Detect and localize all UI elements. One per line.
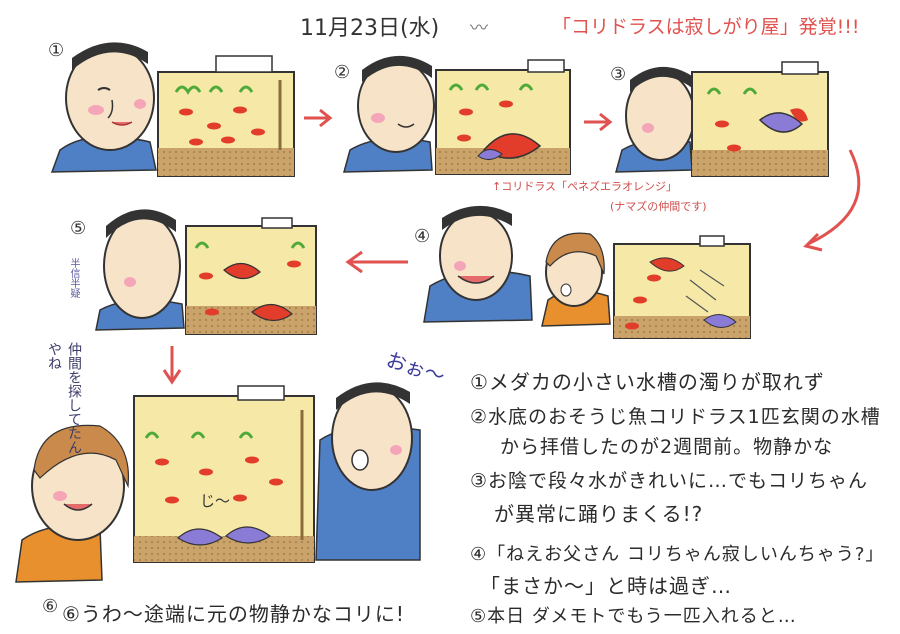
note-line: ②水底のおそうじ魚コリドラス1匹玄関の水槽 xyxy=(470,406,881,428)
diary-date: 11月23日(水) xyxy=(300,16,440,41)
panel-number: ② xyxy=(334,62,351,83)
arrow-down-icon xyxy=(162,346,182,385)
panel-5 xyxy=(95,209,317,335)
note-line: ③お陰で段々水がきれいに…でもコリちゃん xyxy=(470,470,869,492)
panel-2 xyxy=(343,55,571,175)
note-line: から拝借したのが2週間前。物静かな xyxy=(500,436,834,458)
note-line: ⑥うわ～途端に元の物静かなコリに! xyxy=(62,602,405,626)
note-line: ①メダカの小さい水槽の濁りが取れず xyxy=(470,370,825,394)
friends-side-text: 仲間を探してたんやね xyxy=(46,342,82,454)
note-line: ④「ねえお父さん コリちゃん寂しいんちゃう?」 xyxy=(470,544,885,565)
panel-1 xyxy=(50,42,295,177)
curved-arrow-icon xyxy=(803,149,861,252)
bubble-icon: 〰 xyxy=(470,18,488,39)
panel-6 xyxy=(15,382,421,583)
fish-sound-text: じ～ xyxy=(200,492,231,510)
note-line: が異常に踊りまくる!? xyxy=(494,502,704,526)
fish-note-caption: (ナマズの仲間です) xyxy=(610,200,707,213)
fish-name-caption: ↑コリドラス「ペネズエラオレンジ」 xyxy=(492,180,677,193)
arrow-left-icon xyxy=(345,250,408,274)
panel-number: ③ xyxy=(610,64,627,85)
panel-number: ⑤ xyxy=(70,218,87,239)
aquarium-tank xyxy=(157,55,295,177)
note-line: 「まさか～」と時は過ぎ… xyxy=(480,574,732,598)
arrow-right-icon xyxy=(304,108,333,128)
panel-number: ⑥ xyxy=(42,596,59,617)
panel-3 xyxy=(615,61,829,177)
panel-number: ① xyxy=(48,40,65,61)
panel-4 xyxy=(423,205,751,339)
note-line: ⑤本日 ダメモトでもう一匹入れると… xyxy=(470,606,797,627)
father-figure xyxy=(50,42,157,173)
diary-title: 「コリドラスは寂しがり屋」発覚!!! xyxy=(552,16,860,38)
arrow-right-icon xyxy=(584,112,613,132)
doubt-side-text: 半信半疑 xyxy=(68,258,79,298)
panel-number: ④ xyxy=(414,226,431,247)
